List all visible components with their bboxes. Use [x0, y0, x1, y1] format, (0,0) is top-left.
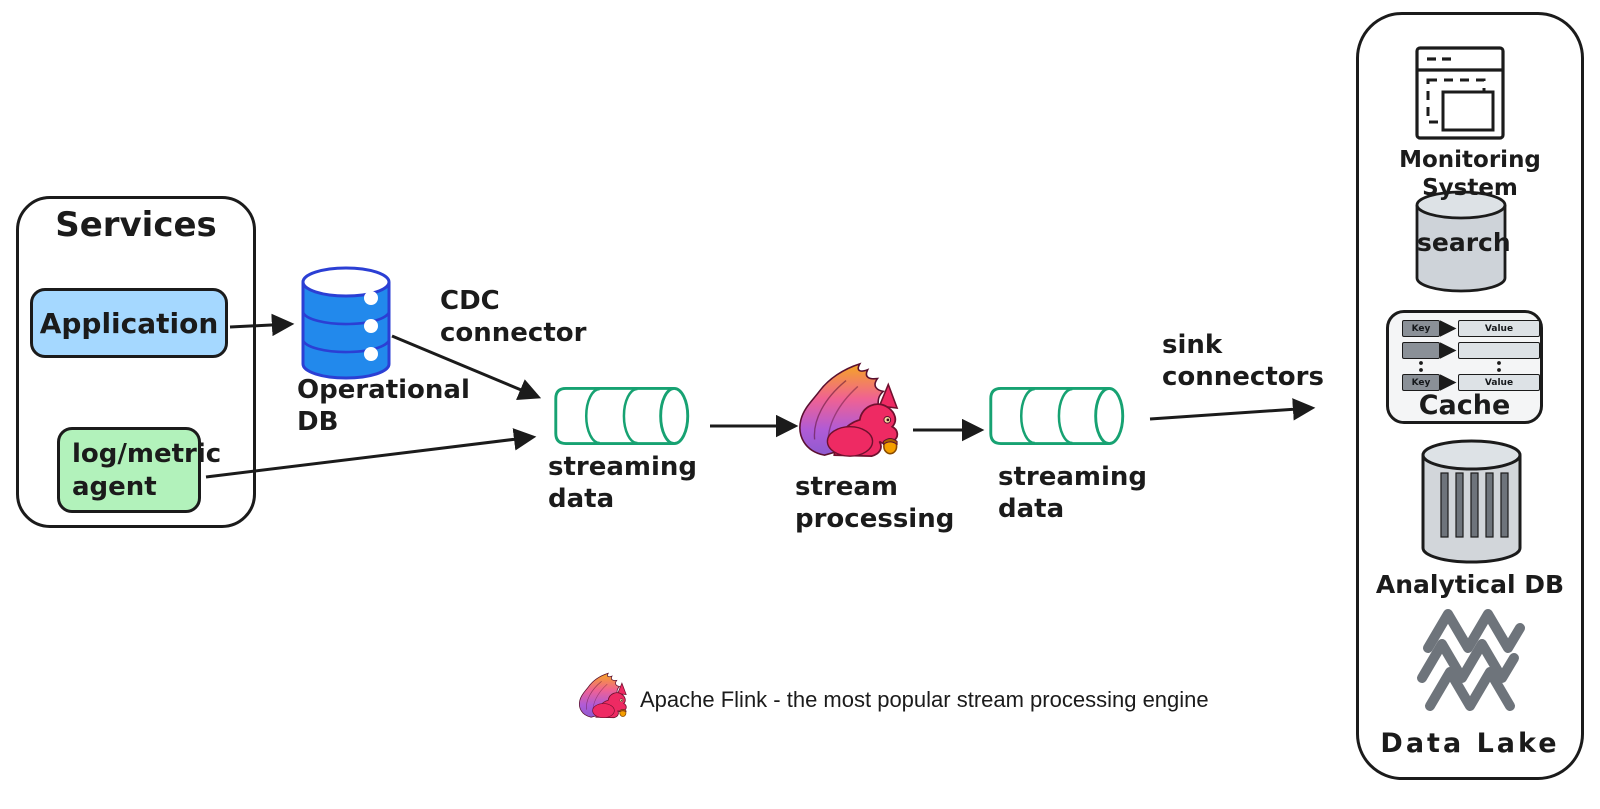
sink-connectors-label: sink connectors	[1162, 330, 1324, 392]
cdc-connector-label: CDC connector	[440, 286, 587, 348]
monitoring-system-label: Monitoring System	[1399, 147, 1541, 202]
services-title: Services	[55, 205, 217, 245]
cache-key-1: Key	[1402, 320, 1440, 337]
stream-pipe-1-icon	[554, 387, 690, 445]
operational-db-label: Operational DB	[297, 375, 470, 437]
log-metric-agent-node: log/metric agent	[57, 427, 222, 513]
cache-key-3: Key	[1402, 374, 1440, 391]
application-label: Application	[39, 306, 219, 340]
operational-db-icon	[301, 266, 391, 380]
cache-label: Cache	[1418, 390, 1511, 421]
cache-value-3: Value	[1458, 374, 1540, 391]
application-node: Application	[30, 288, 228, 358]
data-lake-label: Data Lake	[1380, 728, 1560, 759]
cache-key-2	[1402, 342, 1440, 359]
arrow-stream-to-sinks	[1149, 398, 1316, 421]
flink-logo-icon	[799, 362, 899, 458]
search-label: search	[1417, 228, 1511, 257]
cache-value-1: Value	[1458, 320, 1540, 337]
agent-label-line1: log/metric	[72, 439, 222, 469]
agent-label-line2: agent	[72, 471, 157, 502]
flink-legend-icon	[578, 672, 627, 719]
cache-value-2	[1458, 342, 1540, 359]
stream-processing-label: stream processing	[795, 472, 955, 534]
stream-pipe-2-icon	[989, 387, 1125, 445]
streaming-data-1-label: streaming data	[548, 452, 698, 514]
streaming-data-2-label: streaming data	[998, 462, 1148, 524]
legend-caption: Apache Flink - the most popular stream p…	[640, 687, 1209, 712]
analytical-db-label: Analytical DB	[1375, 570, 1565, 599]
